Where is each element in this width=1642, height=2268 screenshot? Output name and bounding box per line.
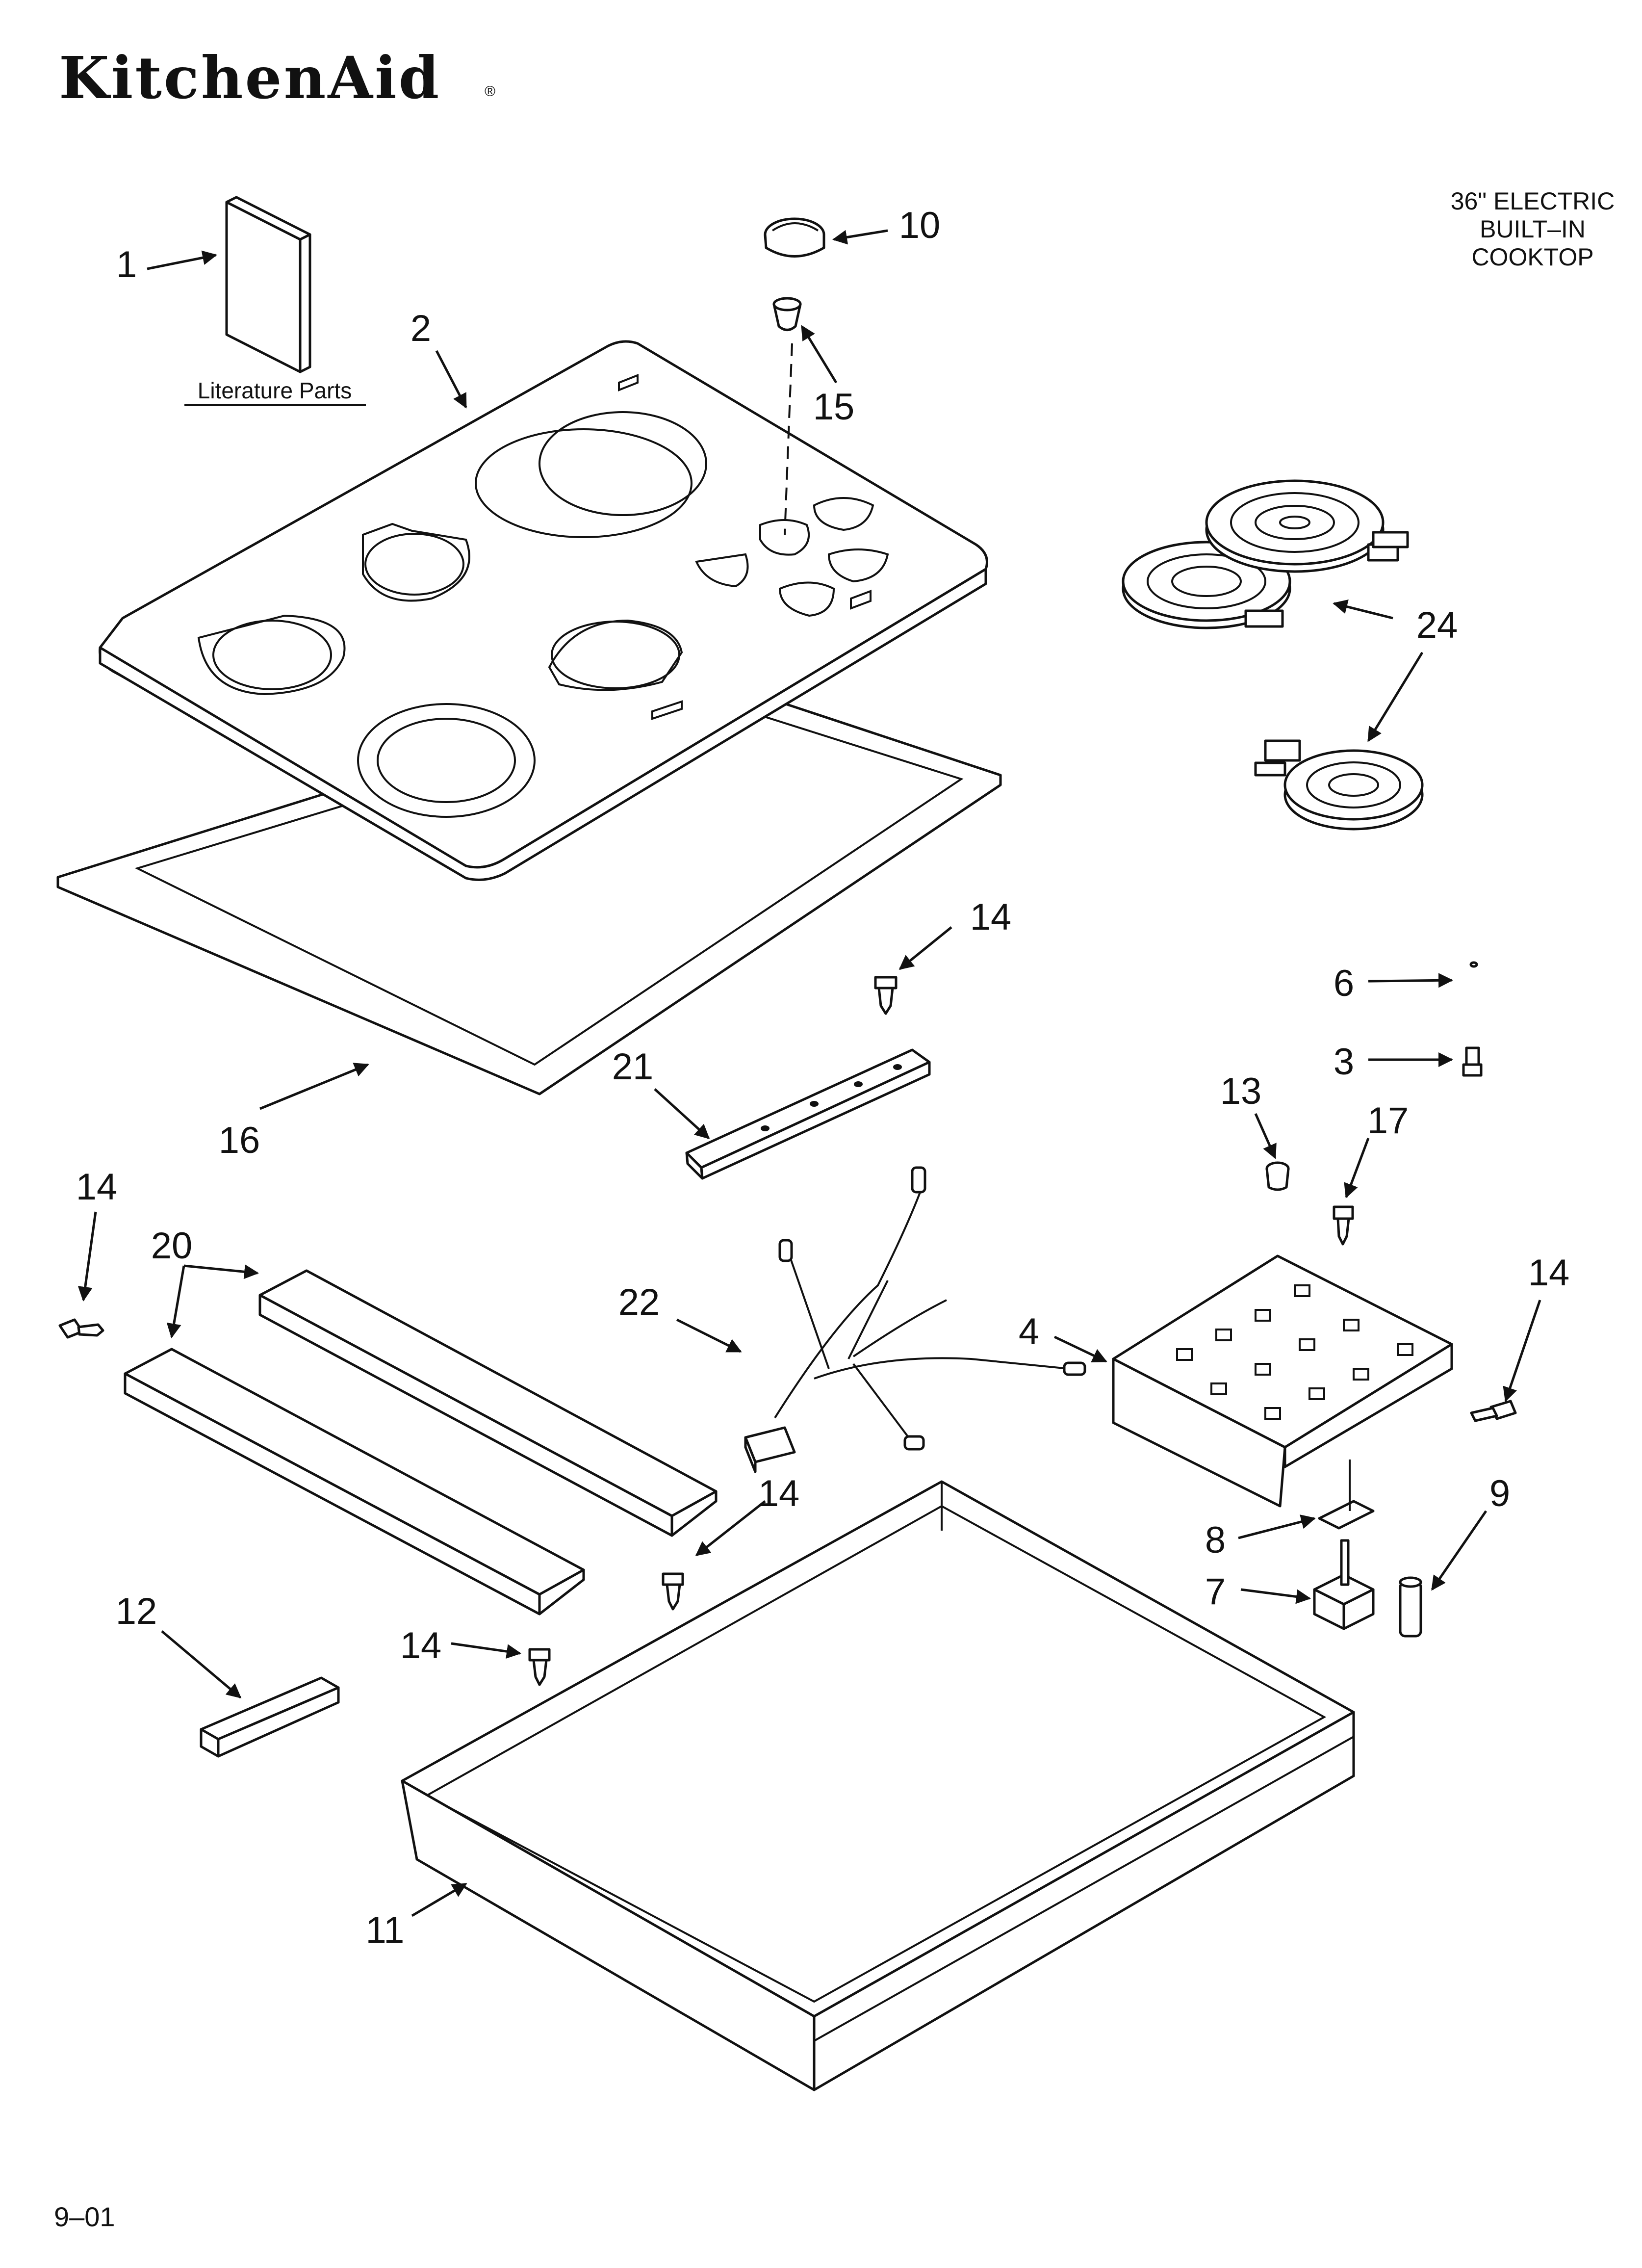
callout-6: 6 — [1334, 963, 1354, 1004]
callout-17: 17 — [1367, 1100, 1409, 1142]
kitchenaid-logo: KitchenAid — [59, 44, 441, 112]
screw-control-box — [1470, 1400, 1517, 1422]
callout-22: 22 — [618, 1281, 660, 1323]
callout-arrows — [77, 229, 1541, 1917]
callout-14-bracket: 14 — [970, 896, 1012, 938]
screw-bracket — [874, 976, 898, 1015]
wire-harness — [744, 1166, 1086, 1473]
literature-parts-caption: Literature Parts — [198, 378, 352, 403]
grommet-small — [1469, 961, 1478, 968]
switch-mounting-plate — [1318, 1500, 1375, 1530]
callout-9: 9 — [1489, 1473, 1510, 1514]
callout-16: 16 — [219, 1120, 260, 1161]
callout-14-frame-upper: 14 — [758, 1473, 800, 1514]
control-box — [1112, 1254, 1453, 1508]
screw-frame-lower — [528, 1648, 551, 1686]
callout-20: 20 — [151, 1225, 193, 1267]
callout-14-left: 14 — [76, 1166, 118, 1208]
footer-date-code: 9–01 — [54, 2201, 115, 2232]
glass-cooktop — [99, 340, 988, 881]
callout-1: 1 — [116, 244, 137, 286]
support-bracket — [685, 1048, 931, 1180]
callout-15: 15 — [813, 386, 855, 428]
knob-alignment-line — [784, 343, 793, 535]
callout-4: 4 — [1019, 1311, 1039, 1353]
callout-14-control-box: 14 — [1528, 1252, 1570, 1294]
title-line-1: 36" ELECTRIC — [1451, 187, 1615, 215]
indicator-light — [1399, 1576, 1422, 1638]
title-line-3: COOKTOP — [1471, 243, 1593, 271]
literature-booklet — [225, 196, 311, 373]
callout-3: 3 — [1334, 1041, 1354, 1083]
callout-11: 11 — [366, 1909, 405, 1951]
small-bracket — [200, 1676, 340, 1758]
callout-12: 12 — [116, 1590, 157, 1632]
side-bracket-lower — [124, 1348, 585, 1616]
callout-2: 2 — [410, 308, 431, 349]
knob-insert — [772, 297, 802, 331]
callout-14-frame-lower: 14 — [400, 1625, 442, 1667]
callout-8: 8 — [1205, 1519, 1226, 1561]
side-bracket-upper — [258, 1269, 718, 1537]
screw-frame-upper — [662, 1572, 684, 1611]
callout-7: 7 — [1205, 1571, 1226, 1613]
screw-switch — [1333, 1205, 1354, 1246]
callout-21: 21 — [612, 1046, 654, 1088]
title-line-2: BUILT–IN — [1480, 215, 1586, 243]
surface-element-single — [1254, 739, 1424, 831]
screw-left — [58, 1318, 104, 1339]
callout-10: 10 — [899, 205, 941, 246]
registered-mark: ® — [485, 83, 495, 100]
base-frame — [401, 1480, 1355, 2091]
control-knob — [764, 217, 825, 258]
plug-button — [1265, 1161, 1290, 1191]
infinite-switch — [1313, 1539, 1375, 1630]
surface-element-dual — [1122, 479, 1409, 629]
callout-13: 13 — [1220, 1070, 1262, 1112]
screw-small — [1462, 1046, 1483, 1077]
callout-24: 24 — [1416, 604, 1458, 646]
